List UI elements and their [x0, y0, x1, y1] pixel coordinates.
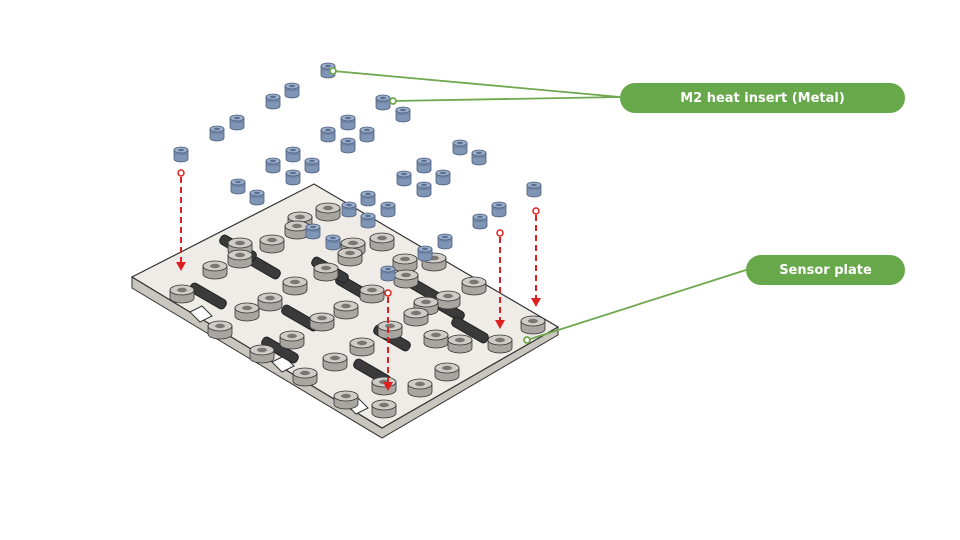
heat-insert-icon — [265, 157, 281, 174]
plate-boss — [202, 260, 228, 280]
heat-insert-icon — [230, 178, 246, 195]
dashed-down-arrow-icon — [495, 229, 505, 329]
plate-boss — [315, 202, 341, 222]
heat-insert-icon — [472, 213, 488, 230]
heat-insert-icon — [380, 265, 396, 282]
plate-boss — [322, 352, 348, 372]
plate-boss — [461, 276, 487, 296]
heat-insert-icon — [396, 170, 412, 187]
plate-boss — [169, 284, 195, 304]
heat-insert-icon — [340, 137, 356, 154]
heat-insert-icon — [284, 82, 300, 99]
heat-insert-icon — [285, 146, 301, 163]
dashed-down-arrow-icon — [383, 289, 393, 391]
plate-boss — [434, 362, 460, 382]
heat-insert-icon — [249, 189, 265, 206]
heat-insert-icon — [320, 126, 336, 143]
heat-insert-icon — [471, 149, 487, 166]
heat-insert-icon — [437, 233, 453, 250]
plate-boss — [407, 378, 433, 398]
plate-slot — [451, 316, 489, 344]
plate-boss — [447, 334, 473, 354]
plate-boss — [371, 399, 397, 419]
heat-insert-icon — [304, 157, 320, 174]
plate-boss — [257, 292, 283, 312]
plate-boss — [282, 276, 308, 296]
heat-insert-icon — [305, 223, 321, 240]
heat-insert-icon — [452, 139, 468, 156]
heat-insert-icon — [435, 169, 451, 186]
heat-insert-icon — [380, 201, 396, 218]
plate-boss — [249, 344, 275, 364]
plate-boss — [403, 307, 429, 327]
heat-insert-icon — [341, 201, 357, 218]
heat-insert-icon — [229, 114, 245, 131]
plate-slot — [189, 282, 227, 310]
plate-boss — [292, 367, 318, 387]
heat-insert-icon — [265, 93, 281, 110]
plate-boss — [234, 302, 260, 322]
plate-boss — [333, 390, 359, 410]
heat-insert-icon — [325, 234, 341, 251]
heat-insert-icon — [526, 181, 542, 198]
dashed-down-arrow-icon — [531, 207, 541, 307]
plate-boss — [207, 320, 233, 340]
plate-boss — [313, 262, 339, 282]
plate-boss — [284, 220, 310, 240]
heat-insert-icon — [209, 125, 225, 142]
heat-insert-icon — [417, 245, 433, 262]
plate-boss — [349, 337, 375, 357]
plate-boss — [392, 253, 418, 273]
plate-boss — [520, 315, 546, 335]
plate-boss — [359, 284, 385, 304]
callout-sensor-plate: Sensor plate — [746, 255, 905, 285]
plate-boss — [309, 312, 335, 332]
heat-insert-icon — [360, 212, 376, 229]
plate-boss — [435, 290, 461, 310]
plate-bosses — [169, 202, 546, 419]
plate-boss — [337, 247, 363, 267]
heat-insert-icon — [491, 201, 507, 218]
heat-insert-icon — [285, 169, 301, 186]
callout-heat-insert: M2 heat insert (Metal) — [620, 83, 905, 113]
plate-boss — [393, 269, 419, 289]
leader-lines — [329, 67, 747, 344]
insertion-arrows — [176, 169, 541, 391]
heat-insert-icon — [173, 146, 189, 163]
plate-boss — [423, 329, 449, 349]
plate-boss — [259, 234, 285, 254]
heat-insert-icon — [416, 181, 432, 198]
heat-insert-icon — [416, 157, 432, 174]
plate-boss — [333, 300, 359, 320]
heat-inserts — [173, 62, 542, 282]
plate-boss — [371, 376, 397, 396]
dashed-down-arrow-icon — [176, 169, 186, 271]
heat-insert-icon — [359, 126, 375, 143]
plate-boss — [279, 330, 305, 350]
plate-boss — [487, 334, 513, 354]
heat-insert-icon — [395, 106, 411, 123]
heat-insert-icon — [375, 94, 391, 111]
plate-boss — [227, 249, 253, 269]
heat-insert-icon — [340, 114, 356, 131]
plate-boss — [369, 232, 395, 252]
plate-boss — [377, 320, 403, 340]
heat-insert-icon — [360, 190, 376, 207]
